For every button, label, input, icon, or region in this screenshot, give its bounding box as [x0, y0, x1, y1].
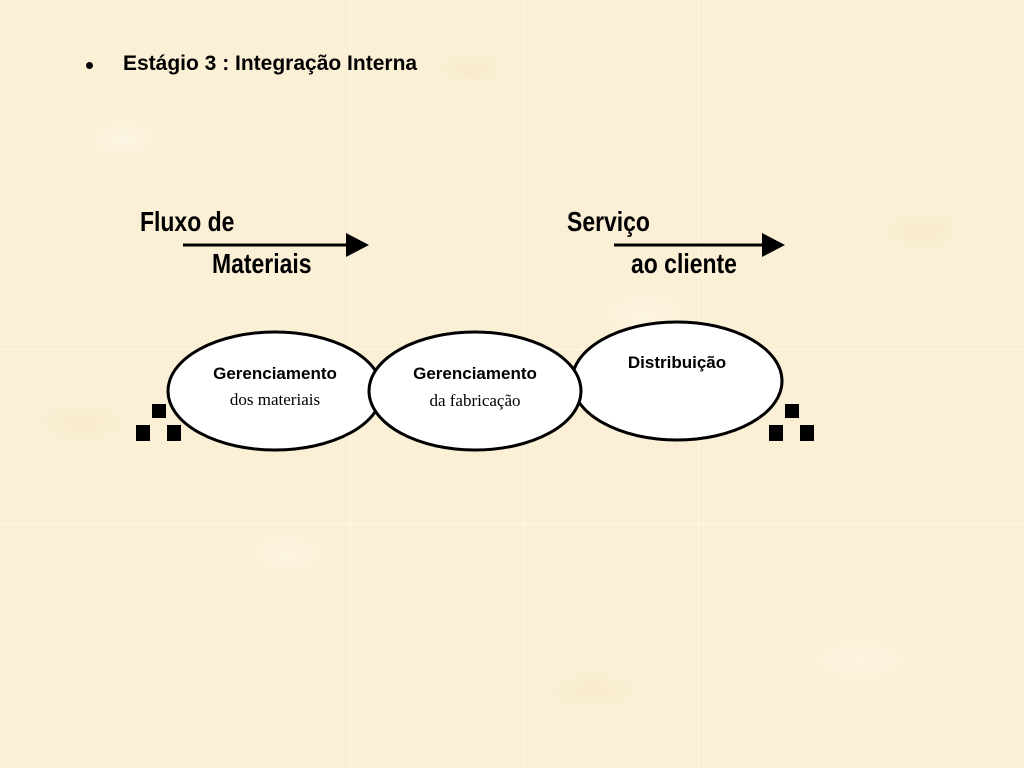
bullet-icon [86, 61, 93, 69]
node-manufacturing-label: Gerenciamento [413, 364, 537, 383]
node-materials-management: Gerenciamento dos materiais [166, 330, 384, 452]
bullet-text: Estágio 3 : Integração Interna [123, 52, 418, 75]
node-manufacturing-management: Gerenciamento da fabricação [367, 330, 583, 452]
node-manufacturing-sublabel: da fabricação [429, 391, 520, 410]
customer-service-arrow [614, 233, 785, 257]
right-checker-icon [769, 404, 814, 441]
left-checker-icon [136, 404, 181, 441]
customer-service-label-line1: Serviço [567, 206, 650, 237]
slide-bullet: Estágio 3 : Integração Interna [86, 52, 417, 76]
materials-flow-arrow [183, 233, 369, 257]
node-distribution: Distribuição [570, 320, 784, 442]
node-distribution-label: Distribuição [628, 353, 726, 372]
customer-service-label-line2: ao cliente [631, 248, 737, 279]
node-materials-label: Gerenciamento [213, 364, 337, 383]
background-seam [0, 524, 1024, 525]
materials-flow-label-line2: Materiais [212, 248, 312, 279]
materials-flow-label-line1: Fluxo de [140, 206, 235, 237]
node-materials-sublabel: dos materiais [230, 390, 320, 409]
